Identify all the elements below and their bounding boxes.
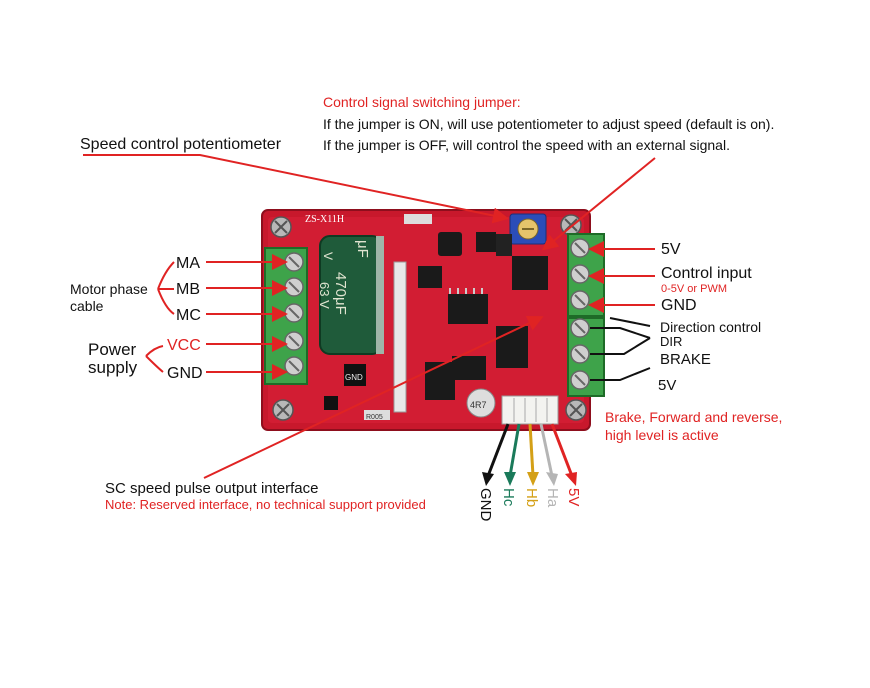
jumper-note-title: Control signal switching jumper:	[323, 94, 521, 110]
power-supply-label-2: supply	[88, 358, 138, 377]
board-model-label: ZS-X11H	[305, 214, 344, 225]
label-gnd-right: GND	[661, 297, 697, 314]
label-brake: BRAKE	[660, 351, 711, 368]
right-terminal-block	[567, 233, 605, 397]
hall-pin-label-hb: Hb	[523, 488, 540, 508]
hall-pin-label-5v: 5V	[565, 488, 582, 507]
chips: GND	[324, 214, 548, 410]
sc-output-title: SC speed pulse output interface	[105, 480, 319, 497]
label-5v-bottom: 5V	[658, 377, 677, 394]
inductor-label: 4R7	[470, 400, 487, 410]
label-mc: MC	[176, 307, 201, 324]
capacitor-text-1: μF	[354, 240, 371, 258]
brake-note-2: high level is active	[605, 427, 719, 443]
capacitor-text-3: 63 V	[317, 282, 332, 309]
brake-note-1: Brake, Forward and reverse,	[605, 409, 783, 425]
label-control-input-sub: 0-5V or PWM	[661, 283, 728, 295]
jumper-note-line1: If the jumper is ON, will use potentiome…	[323, 116, 775, 132]
chip-gnd-text: GND	[345, 373, 363, 382]
jumper-note-line2: If the jumper is OFF, will control the s…	[323, 137, 730, 153]
potentiometer	[509, 213, 547, 245]
hall-connector	[501, 395, 559, 425]
inductor: 4R7	[466, 388, 496, 418]
capacitor: μF 470μF 63 V V	[317, 235, 384, 355]
capacitor-text-2: 470μF	[332, 272, 349, 315]
hall-pin-label-gnd: GND	[477, 488, 494, 522]
pcb-board: ZS-X11H μF 470μF 63 V V GND	[261, 209, 605, 431]
left-terminal-block	[264, 247, 308, 385]
label-gnd-left: GND	[167, 365, 203, 382]
speed-pot-label: Speed control potentiometer	[80, 136, 282, 153]
label-direction-control: Direction control	[660, 319, 762, 335]
motor-phase-label-2: cable	[70, 298, 104, 314]
jumper	[496, 234, 512, 256]
sc-output-note: Note: Reserved interface, no technical s…	[105, 497, 426, 512]
hall-pin-label-ha: Ha	[544, 488, 561, 508]
capacitor-text-4: V	[321, 252, 335, 260]
label-ma: MA	[176, 255, 200, 272]
label-control-input: Control input	[661, 265, 752, 282]
motor-phase-label-1: Motor phase	[70, 281, 148, 297]
label-5v-top: 5V	[661, 241, 681, 258]
power-supply-label-1: Power	[88, 340, 137, 359]
label-dir: DIR	[660, 334, 683, 349]
hall-pin-label-hc: Hc	[500, 488, 517, 507]
resistor-label: R005	[366, 414, 383, 421]
label-mb: MB	[176, 281, 200, 298]
label-vcc: VCC	[167, 337, 201, 354]
